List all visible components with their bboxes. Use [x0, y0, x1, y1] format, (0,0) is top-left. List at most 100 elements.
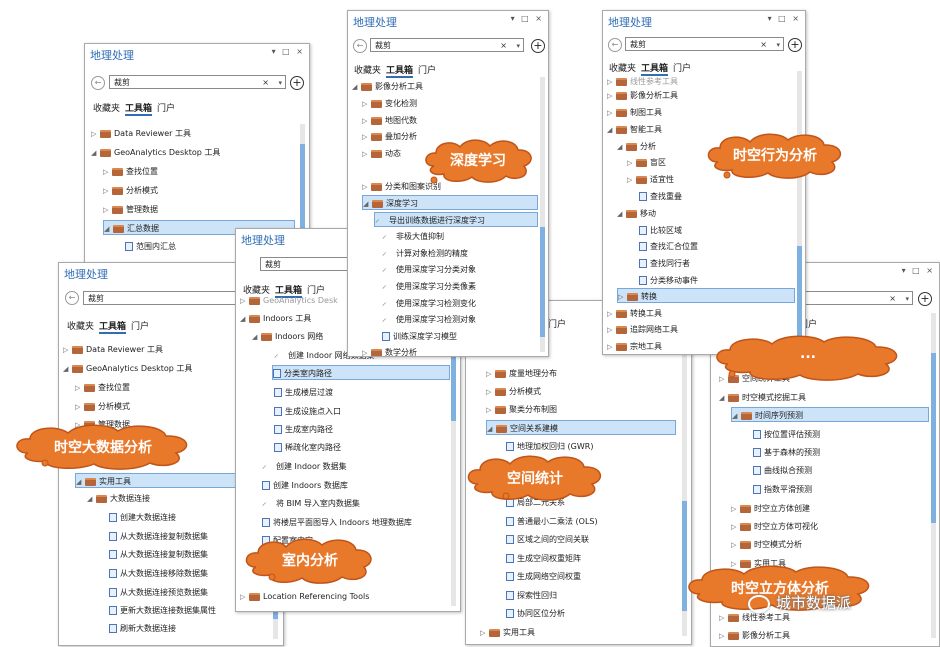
tree-item[interactable]: 生成网络空间权重: [506, 569, 581, 584]
back-icon[interactable]: ←: [65, 291, 79, 305]
search-input[interactable]: 裁剪: [83, 291, 273, 305]
tree-item[interactable]: ◢移动: [617, 209, 656, 218]
tree-item[interactable]: 从大数据连接移除数据集: [109, 566, 208, 581]
tree-item[interactable]: 将楼层平面图导入 Indoors 地理数据库: [262, 515, 412, 530]
tree-item[interactable]: ▷实用工具: [480, 628, 535, 637]
tab-toolbox[interactable]: 工具箱: [125, 104, 153, 116]
tree-item[interactable]: ⸝使用深度学习检测变化: [382, 296, 476, 311]
tree-item[interactable]: ▷追踪网络工具: [607, 325, 678, 334]
tree-item[interactable]: ◢大数据连接: [87, 494, 150, 503]
tree-item[interactable]: ▷GeoAnalytics Desk: [240, 296, 338, 305]
tree-item[interactable]: ▷Data Reviewer 工具: [91, 129, 191, 138]
tree-item[interactable]: ◢Indoors 工具: [240, 314, 312, 323]
tab-portal[interactable]: 门户: [131, 322, 150, 332]
tree-item[interactable]: 基于森林的预测: [753, 445, 820, 460]
scrollbar[interactable]: [300, 124, 305, 264]
tab-toolbox[interactable]: 工具箱: [641, 64, 669, 76]
add-icon[interactable]: +: [531, 39, 545, 53]
tree-item[interactable]: 分类移动事件: [639, 273, 698, 288]
tree-item[interactable]: 稀疏化室内路径: [274, 440, 341, 455]
tree-item[interactable]: ◢影像分析工具: [352, 82, 423, 91]
tree-item[interactable]: ▷分析模式: [486, 387, 541, 396]
scrollbar[interactable]: [451, 291, 456, 606]
tree-item-selected[interactable]: ◢深度学习: [362, 195, 538, 210]
tab-toolbox[interactable]: 工具箱: [275, 286, 303, 298]
tree-item[interactable]: ▷分类和图案识别: [362, 182, 441, 191]
window-controls[interactable]: ▾ □ ×: [767, 14, 801, 23]
tree-item[interactable]: ▷线性参考工具: [607, 77, 678, 86]
tab-portal[interactable]: 门户: [548, 320, 567, 330]
tree-item[interactable]: ▷时空模式分析: [731, 540, 802, 549]
tree-item[interactable]: ▷分析模式: [75, 402, 130, 411]
tree-item[interactable]: ▷实用工具: [731, 559, 786, 568]
window-controls[interactable]: ▾ □ ×: [271, 47, 305, 56]
tree-item[interactable]: 查找同行者: [639, 256, 690, 271]
tab-favorites[interactable]: 收藏夹: [93, 104, 121, 114]
tree-item[interactable]: ◢时空模式挖掘工具: [719, 393, 806, 402]
scrollbar[interactable]: [797, 71, 802, 349]
tree-item[interactable]: 区域之间的空间关联: [506, 532, 589, 547]
tree-item[interactable]: 比较区域: [639, 223, 682, 238]
tree-item[interactable]: ◢智能工具: [607, 125, 662, 134]
tree-item[interactable]: ▷管理数据: [75, 420, 130, 429]
tree-item[interactable]: 更新大数据连接数据集属性: [109, 603, 216, 618]
tree-item[interactable]: ▷转换工具: [607, 309, 662, 318]
tab-favorites[interactable]: 收藏夹: [609, 64, 637, 74]
chevron-down-icon[interactable]: ▾: [776, 41, 780, 49]
add-icon[interactable]: +: [788, 38, 802, 52]
tree-item[interactable]: 从大数据连接预览数据集: [109, 585, 208, 600]
tree-item[interactable]: ⸝使用深度学习检测对象: [382, 312, 476, 327]
tree-item[interactable]: ▷数学分析: [362, 348, 417, 357]
tree-item[interactable]: 协同区位分析: [506, 606, 565, 621]
tree-item[interactable]: ⸝非极大值抑制: [382, 229, 444, 244]
tab-toolbox[interactable]: 工具箱: [99, 322, 127, 334]
tree-item[interactable]: ⸝使用深度学习分类对象: [382, 262, 476, 277]
tree-item-selected[interactable]: ◢空间关系建模: [486, 420, 676, 435]
tree-item[interactable]: 从大数据连接复制数据集: [109, 529, 208, 544]
tree-item[interactable]: ▷查找位置: [75, 383, 130, 392]
tree-item[interactable]: ⸝计算对象检测的精度: [382, 246, 468, 261]
clear-icon[interactable]: ×: [889, 294, 896, 303]
tree-item[interactable]: 从大数据连接复制数据集: [109, 547, 208, 562]
chevron-down-icon[interactable]: ▾: [516, 42, 520, 50]
tree-item[interactable]: ▷宗地工具: [607, 342, 662, 351]
tree-item[interactable]: 生成室内路径: [274, 422, 333, 437]
tree-item[interactable]: 曲线拟合预测: [753, 463, 812, 478]
tree-item[interactable]: ▷Data Reviewer 工具: [63, 345, 163, 354]
tree-item[interactable]: 生成楼层过渡: [274, 385, 333, 400]
tree-item-selected[interactable]: ◢实用工具: [75, 473, 275, 488]
tree-item[interactable]: 刷新大数据连接: [109, 621, 176, 636]
tree-item[interactable]: ▷线性参考工具: [719, 613, 790, 622]
scrollbar[interactable]: [540, 77, 545, 352]
tree-item[interactable]: 生成设施点入口: [274, 404, 341, 419]
scrollbar[interactable]: [682, 341, 687, 636]
tab-portal[interactable]: 门户: [157, 104, 176, 114]
tab-portal[interactable]: 门户: [673, 64, 692, 74]
tab-portal[interactable]: 门户: [307, 286, 326, 296]
tab-favorites[interactable]: 收藏夹: [243, 286, 271, 296]
tree-item[interactable]: ▷影像分析工具: [607, 91, 678, 100]
tree-item-selected[interactable]: ◢时间序列预测: [731, 407, 929, 422]
tree-item[interactable]: ▷适宜性: [627, 175, 674, 184]
back-icon[interactable]: ←: [608, 38, 622, 52]
chevron-down-icon[interactable]: ▾: [278, 79, 282, 87]
tree-item[interactable]: ▷变化检测: [362, 99, 417, 108]
tree-item[interactable]: ▷管理数据: [103, 205, 158, 214]
tab-favorites[interactable]: 收藏夹: [354, 66, 382, 76]
scrollbar[interactable]: [931, 313, 936, 638]
tree-item[interactable]: ▷地图代数: [362, 116, 417, 125]
back-icon[interactable]: ←: [353, 39, 367, 53]
tree-item[interactable]: ⸝使用深度学习分类像素: [382, 279, 476, 294]
chevron-down-icon[interactable]: ▾: [905, 295, 909, 303]
tree-item[interactable]: 查找汇合位置: [639, 239, 698, 254]
tree-item[interactable]: 查找重叠: [639, 189, 682, 204]
tree-item[interactable]: ▷Location Referencing Tools: [240, 592, 370, 601]
tab-portal[interactable]: 门户: [418, 66, 437, 76]
tree-item[interactable]: ⸝创建 Indoor 数据集: [262, 459, 347, 474]
add-icon[interactable]: +: [918, 292, 932, 306]
tree-item[interactable]: ▷分析模式: [103, 186, 158, 195]
tree-item-selected[interactable]: ▷转换: [617, 288, 795, 303]
tab-favorites[interactable]: 收藏夹: [67, 322, 95, 332]
tab-portal[interactable]: 门户: [799, 320, 818, 330]
tree-item[interactable]: ▷时空立方体创建: [731, 504, 810, 513]
